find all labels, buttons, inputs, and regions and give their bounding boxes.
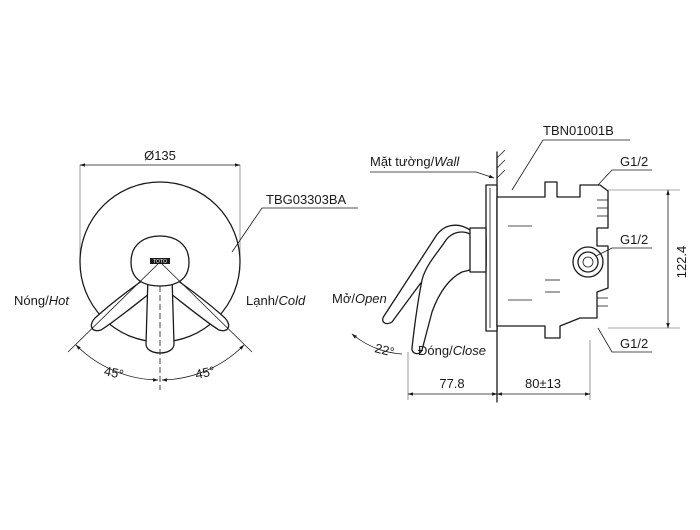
wall-hatching: [496, 149, 506, 179]
angle-open-arc: [351, 333, 403, 355]
valve-body-details: [508, 199, 608, 307]
angle-open-label: 22°: [373, 340, 396, 359]
inlet-port-outer: [572, 246, 604, 278]
port-top-label: G1/2: [620, 154, 648, 169]
angle-left-label: 45°: [103, 363, 125, 382]
plate-code: TBG03303BA: [266, 192, 347, 207]
wall-arrow: [475, 171, 495, 179]
front-view: Ø135 TBG03303BA TOTO 45° 45° Nóng/Hot Lạ…: [14, 148, 358, 390]
height-label: 122.4: [674, 246, 689, 279]
angle-ray-left: [67, 261, 161, 353]
cold-label-italic: Cold: [279, 293, 307, 308]
open-label-italic: Open: [355, 291, 387, 306]
cold-label-prefix: Lạnh/: [246, 293, 279, 308]
brand-logo-plate: [150, 258, 170, 264]
valve-code: TBN01001B: [543, 123, 614, 138]
handle-hot-position: [90, 277, 155, 332]
wall-label-italic: Wall: [434, 154, 460, 169]
hot-label: Nóng/Hot: [14, 293, 70, 308]
handle-dim-label: 77.8: [439, 376, 464, 391]
close-label-italic: Close: [453, 343, 486, 358]
wall-label: Mặt tường/Wall: [370, 154, 460, 169]
cold-label: Lạnh/Cold: [246, 293, 306, 308]
port-bottom-label: G1/2: [620, 336, 648, 351]
handle-cold-position: [165, 277, 230, 332]
close-label: Đóng/Close: [418, 343, 486, 358]
inlet-port-core: [582, 256, 594, 268]
lever-handle-close: [411, 231, 487, 355]
body-dim-label: 80±13: [525, 376, 561, 391]
valve-body: [496, 181, 609, 339]
port-bottom-leader: [597, 327, 652, 353]
side-view: Mặt tường/Wall: [332, 123, 689, 403]
plate-code-leader: [231, 207, 358, 253]
angle-arc-right: [161, 344, 245, 382]
hot-label-prefix: Nóng/: [14, 293, 49, 308]
hot-label-italic: Hot: [49, 293, 71, 308]
lever-body: [469, 227, 487, 273]
angle-right-label: 45°: [194, 363, 216, 382]
valve-code-leader: [511, 139, 630, 191]
port-middle-label: G1/2: [620, 232, 648, 247]
port-top-leader: [597, 169, 652, 186]
close-label-prefix: Đóng/: [418, 343, 453, 358]
angle-arc-left: [75, 344, 159, 382]
escutcheon-plate: [485, 184, 498, 332]
angle-ray-right: [159, 261, 253, 353]
open-label-prefix: Mở/: [332, 291, 355, 306]
open-label: Mở/Open: [332, 291, 387, 306]
wall-label-prefix: Mặt tường/: [370, 154, 435, 169]
port-middle-leader: [595, 247, 652, 257]
diameter-label: Ø135: [144, 148, 176, 163]
inlet-port-inner: [577, 251, 599, 273]
